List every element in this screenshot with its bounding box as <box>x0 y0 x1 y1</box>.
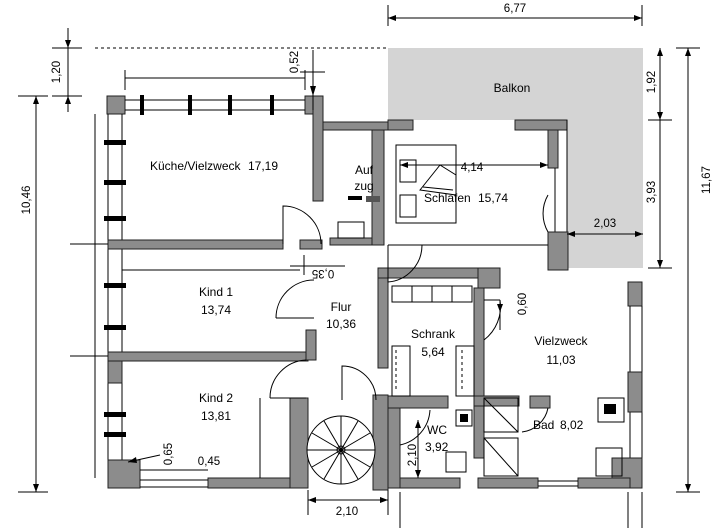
dim-stair-width: 2,10 <box>336 506 358 518</box>
dim-top-left-height: 1,20 <box>51 61 63 83</box>
bay-window-area <box>567 120 643 268</box>
wc-area: 3,92 <box>425 440 449 454</box>
aufzug-label-line1: Auf <box>355 163 374 177</box>
bad-label: Bad <box>533 418 554 432</box>
vielzweck-area: 11,03 <box>546 353 575 367</box>
vielzweck-label: Vielzweck <box>534 334 588 348</box>
dim-door-offset-vielzweck: 0,60 <box>517 293 529 315</box>
bad-area: 8,02 <box>560 418 584 432</box>
fixtures <box>306 144 625 485</box>
kind2-label: Kind 2 <box>199 391 233 405</box>
kueche-label: Küche/Vielzweck <box>150 159 241 173</box>
dim-bed-width: 4,14 <box>461 162 484 174</box>
dim-bay-height: 3,93 <box>646 181 658 203</box>
dim-window-offset: 0,52 <box>289 51 301 73</box>
dim-right-total-height: 11,67 <box>701 166 713 194</box>
dim-top-width: 6,77 <box>504 3 526 15</box>
schlafen-area: 15,74 <box>478 191 508 205</box>
dim-left-total-height: 10,46 <box>21 186 33 215</box>
flur-label: Flur <box>331 300 352 314</box>
balcony-area <box>388 48 643 120</box>
wc-label: WC <box>427 423 447 437</box>
kueche-area: 17,19 <box>248 159 278 173</box>
kind2-area: 13,81 <box>201 409 231 423</box>
dimension-lines <box>18 5 700 528</box>
aufzug-label-line2: zug <box>354 179 373 193</box>
dim-bay-width: 2,03 <box>594 218 616 230</box>
schlafen-label: Schlafen <box>424 191 471 205</box>
dim-balcony-depth: 1,92 <box>646 71 658 93</box>
dim-wc-height: 2,10 <box>407 444 419 466</box>
schrank-area: 5,64 <box>421 345 445 359</box>
dim-kind2-window-offset: 0,45 <box>198 456 220 468</box>
doors <box>269 194 549 446</box>
balkon-label: Balkon <box>494 81 531 95</box>
dim-corner-offset-kind2: 0,65 <box>163 443 175 465</box>
schrank-label: Schrank <box>411 327 456 341</box>
walls <box>104 95 643 491</box>
kind1-area: 13,74 <box>201 303 231 317</box>
dim-door-offset-flur: 0,35 <box>312 267 334 279</box>
kind1-label: Kind 1 <box>199 285 233 299</box>
flur-area: 10,36 <box>326 317 356 331</box>
